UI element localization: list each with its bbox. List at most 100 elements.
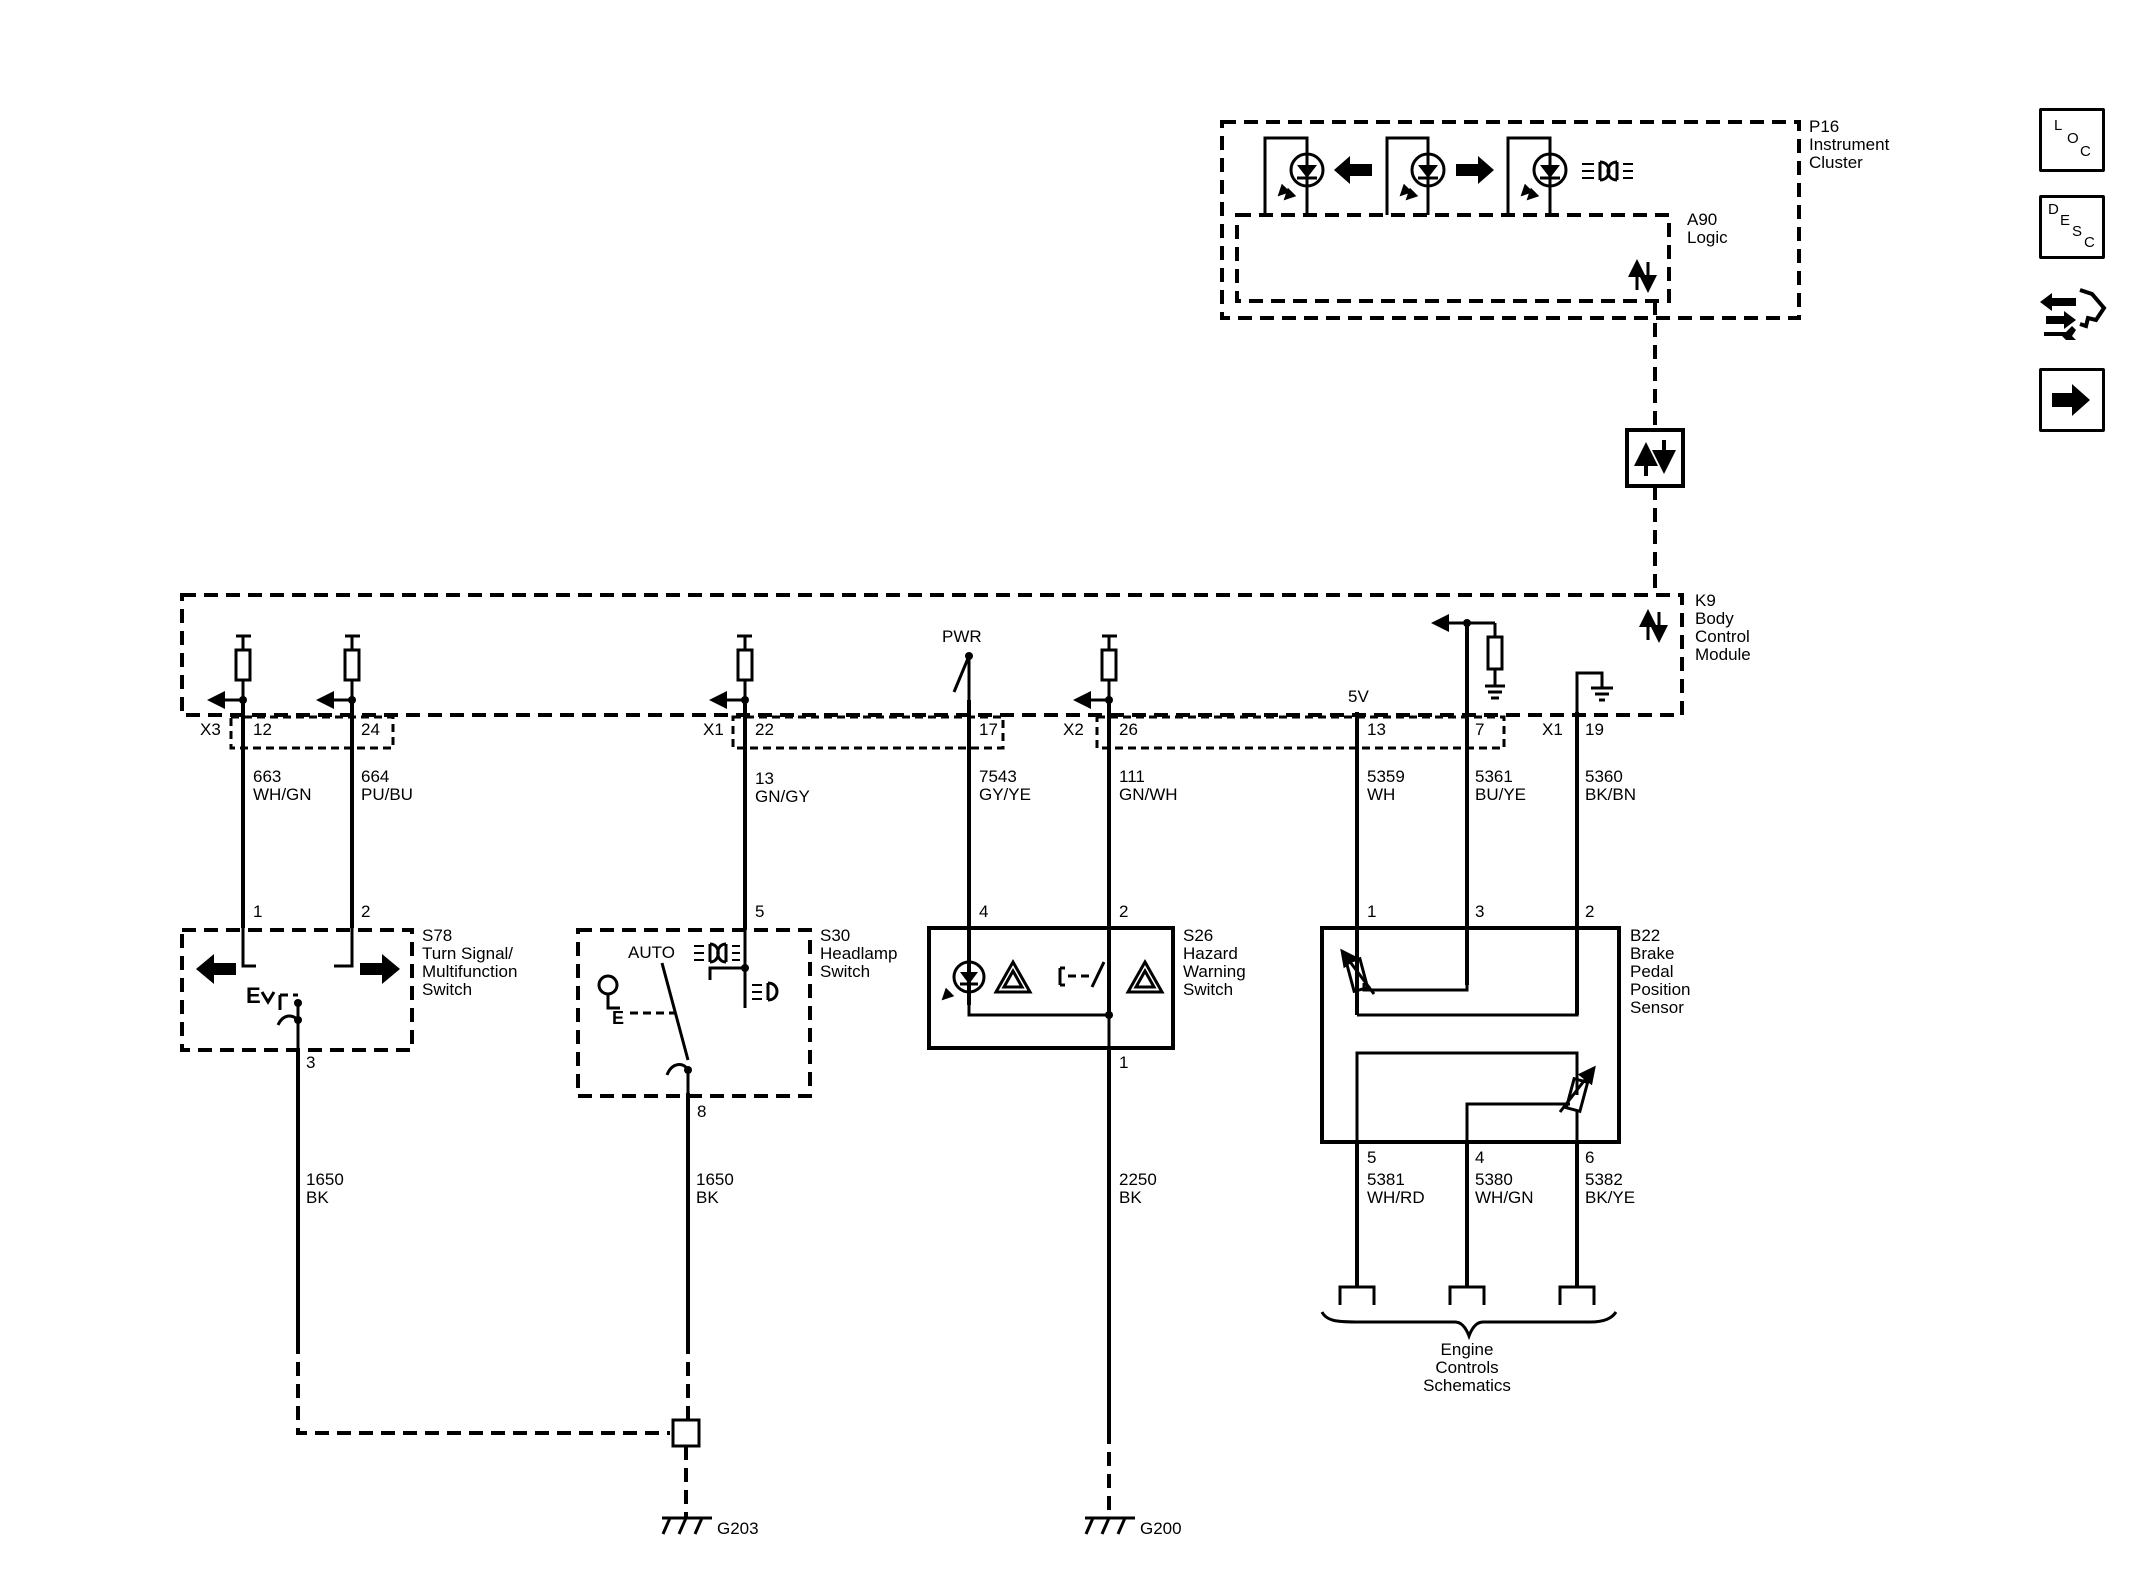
wire-1650-s78-dashed xyxy=(296,1340,670,1435)
b22-pin-6: 6 xyxy=(1585,1148,1594,1167)
desc-button[interactable]: D E S C xyxy=(2039,195,2105,259)
s26-hazard-triangle-icon-2 xyxy=(1125,958,1165,994)
s78-id: S78 xyxy=(422,926,452,945)
k9-pin-19: 19 xyxy=(1585,720,1604,739)
loc-letter-l: L xyxy=(2054,117,2063,134)
five-v-label: 5V xyxy=(1348,687,1369,706)
b22-id: B22 xyxy=(1630,926,1660,945)
s26-hazard-indicator-lamp xyxy=(941,960,986,1001)
k9-pin-22: 22 xyxy=(755,720,774,739)
b22-pin-5: 5 xyxy=(1367,1148,1376,1167)
right-arrow-icon xyxy=(2052,384,2090,416)
headlamp-symbol-icon xyxy=(1582,160,1633,182)
engine-controls-line3: Schematics xyxy=(1423,1376,1511,1395)
k9-name-line1: Body xyxy=(1695,609,1734,628)
k9-body-control-module-box xyxy=(180,593,1684,717)
desc-letter-c: C xyxy=(2084,234,2095,251)
s26-hazard-warning-switch-box xyxy=(927,926,1175,1050)
s26-hazard-triangle-icon-1 xyxy=(993,958,1033,994)
headlamp-indicator-lamp xyxy=(1506,136,1568,215)
connector-x2-outline xyxy=(1095,715,1506,750)
splice-pack-symbol xyxy=(671,1418,701,1448)
s78-switch-contacts: E xyxy=(241,928,354,1050)
wire-13-color: GN/GY xyxy=(755,787,810,806)
connector-x1-outline xyxy=(731,715,1005,750)
b22-pin-4: 4 xyxy=(1475,1148,1484,1167)
engine-controls-connector-symbols xyxy=(1320,1285,1618,1341)
wire-1650b-circuit: 1650 xyxy=(696,1170,734,1189)
s78-name-line1: Turn Signal/ xyxy=(422,944,513,963)
svg-text:E: E xyxy=(246,983,261,1008)
wire-111-circuit: 111 xyxy=(1119,767,1145,786)
p16-name-line1: Instrument xyxy=(1809,135,1890,154)
loc-button[interactable]: L O C xyxy=(2039,108,2105,172)
k9-name-line3: Module xyxy=(1695,645,1751,664)
s30-pin-5: 5 xyxy=(755,902,764,921)
engine-controls-line2: Controls xyxy=(1435,1358,1498,1377)
a90-name-line1: Logic xyxy=(1687,228,1728,247)
left-turn-indicator-lamp xyxy=(1263,136,1325,215)
s26-id: S26 xyxy=(1183,926,1213,945)
b22-name-line1: Brake xyxy=(1630,944,1674,963)
k9-input-circuit-22 xyxy=(709,634,754,709)
b22-name-line3: Position xyxy=(1630,980,1690,999)
k9-pin-26: 26 xyxy=(1119,720,1138,739)
wire-2250-color: BK xyxy=(1119,1188,1142,1207)
serial-data-arrows-icon xyxy=(1628,259,1657,293)
k9-serial-data-arrows-icon xyxy=(1639,609,1668,643)
s26-pin-4: 4 xyxy=(979,902,988,921)
k9-pin-24: 24 xyxy=(361,720,380,739)
wire-5382-circuit: 5382 xyxy=(1585,1170,1623,1189)
k9-signal-circuit-7 xyxy=(1431,614,1505,700)
wire-7543-circuit: 7543 xyxy=(979,767,1017,786)
p16-id: P16 xyxy=(1809,117,1839,136)
connector-x3-outline xyxy=(229,715,395,750)
s78-left-arrow-icon xyxy=(196,954,236,984)
pwr-label: PWR xyxy=(942,627,982,646)
right-arrow-icon xyxy=(1456,156,1494,184)
wire-5360-circuit: 5360 xyxy=(1585,767,1623,786)
desc-letter-d: D xyxy=(2048,201,2059,218)
b22-pin-3: 3 xyxy=(1475,902,1484,921)
s30-headlamp-switch-box xyxy=(576,928,812,1098)
connector-x3-label: X3 xyxy=(200,720,221,739)
s26-name-line3: Switch xyxy=(1183,980,1233,999)
serial-data-symbol-box xyxy=(1625,428,1685,488)
next-page-button[interactable] xyxy=(2039,368,2105,432)
a90-id: A90 xyxy=(1687,210,1717,229)
wire-5360-color: BK/BN xyxy=(1585,785,1636,804)
wire-5359-circuit: 5359 xyxy=(1367,767,1405,786)
k9-input-circuit-26 xyxy=(1073,634,1118,709)
k9-pin-17: 17 xyxy=(979,720,998,739)
g200-label: G200 xyxy=(1140,1519,1182,1538)
desc-letter-e: E xyxy=(2060,212,2071,229)
loc-letter-c: C xyxy=(2080,143,2091,160)
s30-name-line2: Switch xyxy=(820,962,870,981)
s26-pin-1: 1 xyxy=(1119,1053,1128,1072)
k9-id: K9 xyxy=(1695,591,1716,610)
svg-text:E: E xyxy=(612,1008,624,1028)
k9-input-circuit-24 xyxy=(316,634,361,709)
auto-label: AUTO xyxy=(628,943,675,962)
k9-input-circuit-12 xyxy=(207,634,252,709)
b22-pin-1: 1 xyxy=(1367,902,1376,921)
s26-name-line2: Warning xyxy=(1183,962,1246,981)
desc-letter-s: S xyxy=(2072,223,2083,240)
loc-letter-o: O xyxy=(2067,130,2079,147)
k9-name-line2: Control xyxy=(1695,627,1750,646)
wire-664-color: PU/BU xyxy=(361,785,413,804)
s30-auto-headlamp-icon xyxy=(694,942,740,964)
wire-7543-color: GY/YE xyxy=(979,785,1031,804)
s26-switch-contacts xyxy=(967,928,1113,1048)
k9-pin-13: 13 xyxy=(1367,720,1386,739)
wire-5381-color: WH/RD xyxy=(1367,1188,1425,1207)
connector-x2-label: X2 xyxy=(1063,720,1084,739)
connector-component-button[interactable] xyxy=(2036,280,2108,344)
p16-name-line2: Cluster xyxy=(1809,153,1863,172)
b22-name-line4: Sensor xyxy=(1630,998,1684,1017)
wire-5359-color: WH xyxy=(1367,785,1395,804)
connector-x1-label: X1 xyxy=(703,720,724,739)
wire-664-circuit: 664 xyxy=(361,767,389,786)
s30-switch-contacts: E xyxy=(597,930,749,1093)
s78-pin-2: 2 xyxy=(361,902,370,921)
